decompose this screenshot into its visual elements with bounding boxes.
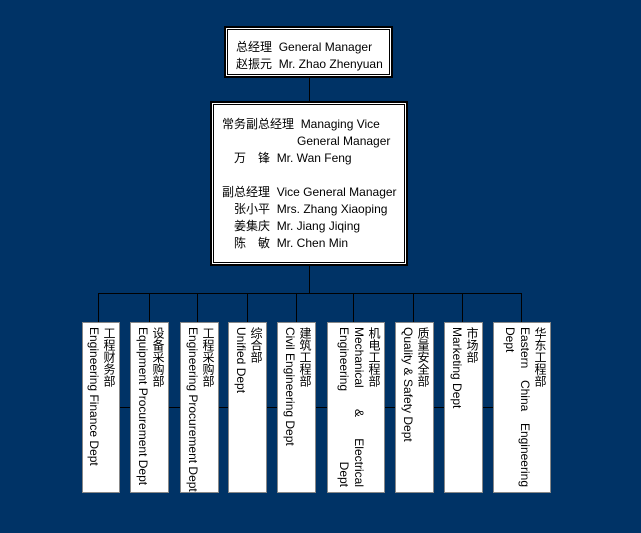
vgm-title-en: Vice General Manager — [276, 185, 397, 199]
vice-managers-box: 常务副总经理 Managing Vice General Manager 万 锋… — [210, 101, 408, 266]
dept-name-cn: 市场部 — [465, 327, 479, 363]
dept-name-en: Unified Dept — [234, 327, 248, 394]
dept-name-en: Civil Engineering Dept — [283, 327, 297, 446]
managing-vgm-title-cn: 常务副总经理 — [222, 117, 295, 131]
dept-drop-line — [353, 293, 354, 322]
dept-name-en: Engineering Finance Dept — [87, 327, 101, 466]
dept-name-cn: 质量安全部 — [416, 327, 430, 387]
dept-name-en: Quality & Safety Dept — [401, 327, 415, 442]
dept-name-cn: 设备采购部 — [151, 327, 165, 387]
gm-title-cn: 总经理 — [236, 40, 273, 54]
dept-name-cn: 建筑工程部 — [298, 327, 312, 387]
managing-vgm-name-en: Mr. Wan Feng — [276, 151, 352, 165]
dept-drop-line — [462, 293, 463, 322]
gm-name-cn: 赵振元 — [236, 57, 273, 71]
dept-bus-line — [98, 293, 522, 294]
dept-name-cn: 机电工程部 — [367, 327, 381, 387]
dept-name-cn: 综合部 — [249, 327, 263, 363]
vgm-title-cn: 副总经理 — [222, 185, 271, 199]
vgm-name-en: Mr. Chen Min — [276, 236, 349, 250]
dept-name-en: Equipment Procurement Dept — [136, 327, 150, 486]
dept-drop-line — [413, 293, 414, 322]
dept-name-cn: 工程采购部 — [201, 327, 215, 387]
vgm-name-en: Mrs. Zhang Xiaoping — [276, 202, 388, 216]
general-manager-box: 总经理 General Manager 赵振元 Mr. Zhao Zhenyua… — [224, 26, 393, 78]
managing-vgm-name-cn: 万 锋 — [234, 151, 271, 165]
vgm-name-en: Mr. Jiang Jiqing — [276, 219, 361, 233]
vgm-name-cn: 张小平 — [234, 202, 271, 216]
gm-name-en: Mr. Zhao Zhenyuan — [278, 57, 383, 71]
connector-vice-bus — [309, 265, 310, 293]
dept-drop-line — [521, 293, 522, 322]
dept-drop-line — [247, 293, 248, 322]
dept-drop-line — [98, 293, 99, 322]
dept-name-cn: 工程财务部 — [102, 327, 116, 387]
dept-name-en: Engineering Procurement Dept — [186, 327, 200, 492]
dept-drop-line — [149, 293, 150, 322]
dept-crossline — [82, 407, 550, 408]
connector-gm-vice — [309, 77, 310, 102]
dept-name-en: Eastern China Engineering Dept — [503, 327, 532, 487]
managing-vgm-title-en: Managing Vice — [300, 117, 380, 131]
vgm-name-cn: 陈 敏 — [234, 236, 271, 250]
vgm-name-cn: 姜集庆 — [234, 219, 271, 233]
dept-name-en: Mechanical & Electrical Engineering Dept — [337, 327, 366, 487]
managing-vgm-title-en-2: General Manager — [297, 134, 391, 148]
gm-title-en: General Manager — [278, 40, 373, 54]
dept-name-cn: 华东工程部 — [533, 327, 547, 387]
dept-name-en: Marketing Dept — [450, 327, 464, 409]
dept-drop-line — [296, 293, 297, 322]
dept-drop-line — [197, 293, 198, 322]
